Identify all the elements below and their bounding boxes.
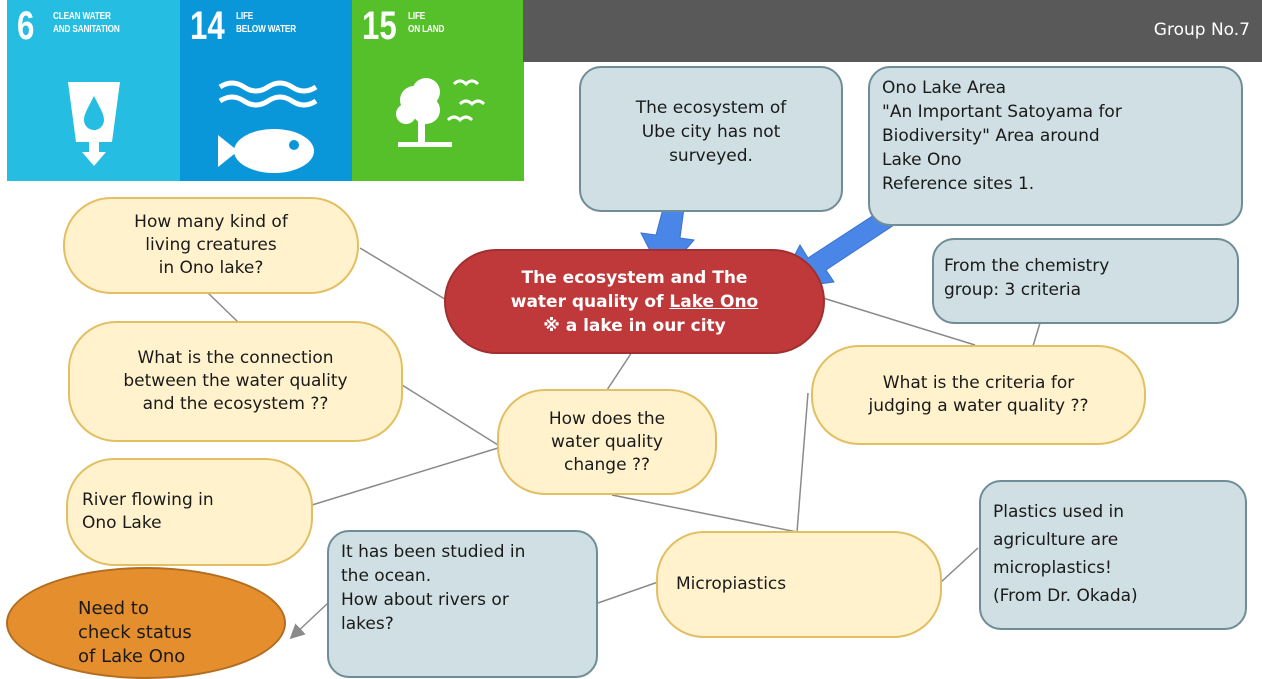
- note-ono-lake-area: Ono Lake Area "An Important Satoyama for…: [868, 66, 1243, 226]
- connector-line: [207, 292, 239, 323]
- status-node: Need to check status of Lake Ono: [6, 567, 286, 679]
- central-topic-line-3: ※ a lake in our city: [543, 315, 726, 336]
- connector-arrow: [289, 602, 329, 640]
- group-label: Group No.7: [1153, 20, 1250, 40]
- sdg-14-label: LIFE BELOW WATER: [236, 11, 297, 35]
- fish-icon: [218, 80, 318, 173]
- bubble-how-many-creatures: How many kind of living creatures in Ono…: [63, 197, 359, 294]
- connector-line: [611, 494, 798, 533]
- connector-line: [597, 581, 659, 604]
- connector-line: [606, 351, 633, 391]
- sdg-14-tile: 14 LIFE BELOW WATER: [180, 0, 352, 181]
- sdg-15-number: 15: [362, 4, 397, 48]
- sdg-6-label: CLEAN WATER AND SANITATION: [53, 11, 120, 35]
- central-topic-line-2: water quality of Lake Ono: [511, 290, 759, 314]
- connector-line: [401, 384, 499, 446]
- connector-line: [796, 392, 809, 533]
- connector-line: [1032, 322, 1041, 347]
- connector-line: [311, 447, 499, 506]
- bubble-criteria: What is the criteria for judging a water…: [811, 345, 1146, 445]
- tree-birds-icon: [396, 78, 486, 147]
- note-chemistry-group: From the chemistry group: 3 criteria: [932, 238, 1239, 324]
- header-bar: Group No.7: [523, 0, 1262, 62]
- connector-line: [939, 547, 979, 584]
- sdg-6-number: 6: [17, 4, 35, 48]
- bubble-river-flowing: River flowing in Ono Lake: [66, 458, 313, 566]
- note-studied-in-ocean: It has been studied in the ocean. How ab…: [327, 530, 598, 678]
- sdg-15-tile: 15 LIFE ON LAND: [352, 0, 524, 181]
- sdg-15-label: LIFE ON LAND: [408, 11, 445, 35]
- connector-line: [822, 297, 976, 346]
- central-topic-line-2-prefix: water quality of: [510, 291, 670, 312]
- central-topic-lake-ono: Lake Ono: [669, 291, 759, 312]
- sdg-14-number: 14: [190, 4, 225, 48]
- bubble-connection: What is the connection between the water…: [68, 321, 403, 442]
- note-ecosystem-not-surveyed: The ecosystem of Ube city has not survey…: [579, 66, 843, 212]
- central-topic: The ecosystem and The water quality of L…: [444, 249, 825, 354]
- sdg-6-tile: 6 CLEAN WATER AND SANITATION: [7, 0, 180, 181]
- bubble-microplastics: Micropiastics: [656, 531, 942, 638]
- connector-line: [359, 247, 449, 302]
- water-glass-icon: [68, 82, 120, 166]
- note-plastics-agriculture: Plastics used in agriculture are micropl…: [979, 480, 1247, 630]
- central-topic-line-1: The ecosystem and The: [521, 267, 748, 288]
- bubble-water-quality-change: How does the water quality change ??: [497, 389, 717, 495]
